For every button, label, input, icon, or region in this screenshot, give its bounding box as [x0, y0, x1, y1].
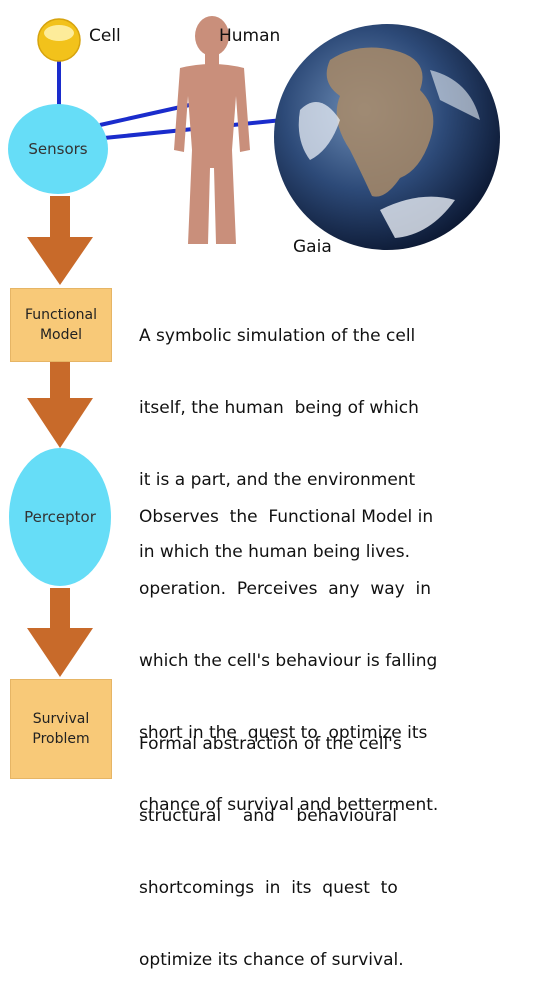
sensors-node: Sensors	[8, 104, 108, 194]
survival-problem-description: Formal abstraction of the cell's structu…	[139, 684, 535, 996]
arrow-sensors-to-model	[27, 196, 93, 285]
arrow-model-to-perceptor	[27, 362, 93, 448]
perceptor-label: Perceptor	[24, 508, 96, 526]
functional-model-node: Functional Model	[10, 288, 112, 362]
gaia-label: Gaia	[293, 237, 332, 257]
survival-problem-label-line-1: Survival	[32, 709, 89, 729]
arrow-perceptor-to-problem	[27, 588, 93, 677]
human-label: Human	[219, 26, 280, 46]
perceptor-desc-line: operation. Perceives any way in	[139, 577, 535, 601]
perceptor-desc-line: which the cell's behaviour is falling	[139, 649, 535, 673]
functional-model-label-line-1: Functional	[25, 305, 97, 325]
human-icon	[174, 16, 250, 244]
earth-icon	[274, 24, 500, 250]
cell-icon	[38, 19, 80, 61]
survival-problem-desc-line: shortcomings in its quest to	[139, 876, 535, 900]
functional-model-label-line-2: Model	[25, 325, 97, 345]
perceptor-desc-line: Observes the Functional Model in	[139, 505, 535, 529]
functional-model-desc-line: A symbolic simulation of the cell	[139, 324, 535, 348]
survival-problem-desc-line: optimize its chance of survival.	[139, 948, 535, 972]
perceptor-node: Perceptor	[9, 448, 111, 586]
functional-model-desc-line: itself, the human being of which	[139, 396, 535, 420]
cell-label: Cell	[89, 26, 121, 46]
survival-problem-node: Survival Problem	[10, 679, 112, 779]
survival-problem-desc-line: structural and behavioural	[139, 804, 535, 828]
survival-problem-label-line-2: Problem	[32, 729, 89, 749]
sensors-label: Sensors	[28, 140, 87, 158]
survival-problem-desc-line: Formal abstraction of the cell's	[139, 732, 535, 756]
